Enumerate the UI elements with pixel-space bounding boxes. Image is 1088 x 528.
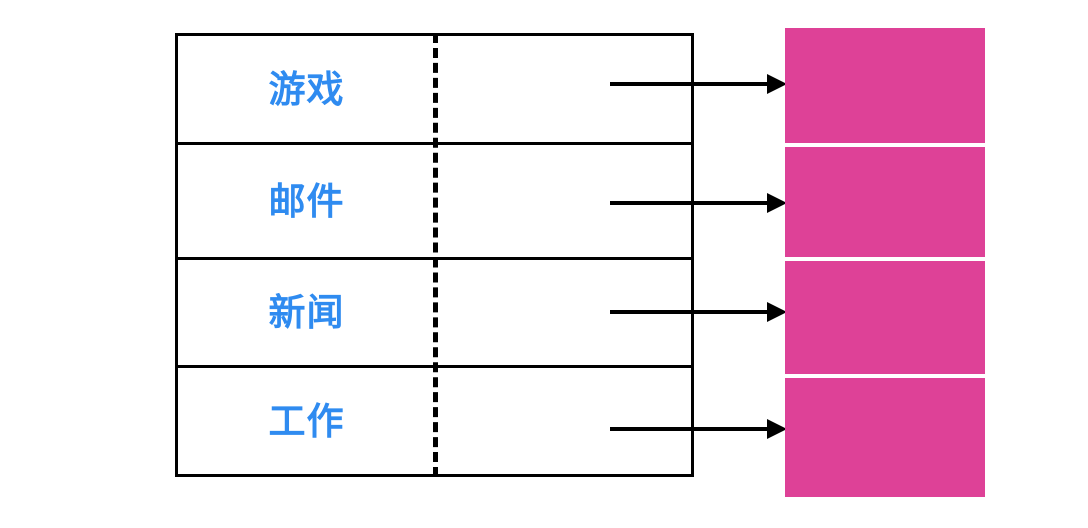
arrow-head bbox=[767, 193, 787, 213]
arrow-head bbox=[767, 74, 787, 94]
output-block[interactable] bbox=[785, 261, 985, 374]
row-label-game: 游戏 bbox=[268, 67, 345, 111]
arrow-shaft bbox=[610, 427, 767, 431]
arrow-shaft bbox=[610, 201, 767, 205]
dashed-vertical-divider bbox=[433, 33, 438, 477]
arrow-head bbox=[767, 419, 787, 439]
arrow-head bbox=[767, 302, 787, 322]
table-row[interactable]: 工作 bbox=[178, 368, 691, 474]
row-label-news: 新闻 bbox=[268, 291, 345, 334]
output-block[interactable] bbox=[785, 147, 985, 257]
output-block[interactable] bbox=[785, 378, 985, 497]
row-label-work: 工作 bbox=[268, 399, 345, 443]
arrow-shaft bbox=[610, 310, 767, 314]
output-block[interactable] bbox=[785, 28, 985, 143]
arrow-shaft bbox=[610, 82, 767, 86]
row-label-mail: 邮件 bbox=[268, 179, 345, 223]
